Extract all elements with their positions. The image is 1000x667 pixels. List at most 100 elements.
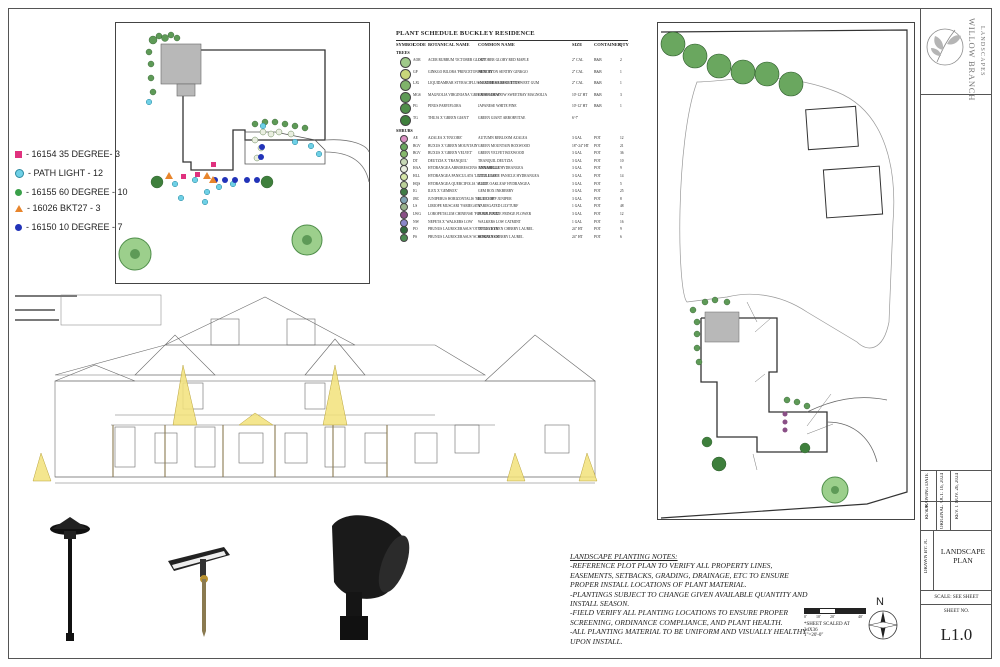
schedule-cell-code: HAA: [413, 166, 421, 171]
schedule-cell-code: AE: [413, 136, 418, 140]
schedule-cell-size: 3 GAL: [572, 189, 583, 194]
schedule-cell-size: 3 GAL: [572, 212, 583, 216]
schedule-cell-botanical: AZALEA X 'ENCORE': [428, 136, 463, 140]
legend-item: - PATH LIGHT - 12: [15, 168, 103, 178]
schedule-cell-code: JBC: [413, 196, 420, 201]
schedule-cell-common: WALKERS LOW CATMINT: [478, 219, 521, 224]
north-arrow: N: [866, 596, 900, 646]
schedule-cell-size: 1 GAL: [572, 219, 583, 224]
shrubs-section-label: SHRUBS: [396, 128, 413, 133]
plant-symbol-icon: [400, 68, 411, 80]
plant-symbol-icon: [400, 233, 408, 242]
schedule-cell-size: 24" HT: [572, 227, 583, 232]
schedule-cell-botanical: BUXUS X 'GREEN VELVET': [428, 151, 473, 156]
schedule-cell-size: 1 GAL: [572, 204, 583, 209]
plant-symbol-icon: [400, 80, 411, 91]
schedule-cell-code: BGV: [413, 143, 421, 148]
schedule-cell-container: POT: [594, 189, 601, 194]
schedule-cell-botanical: THUJA X 'GREEN GIANT': [428, 115, 469, 120]
schedule-cell-common: GREEN SHADOW SWEETBAY MAGNOLIA: [478, 92, 548, 97]
note-line: -REFERENCE PLOT PLAN TO VERIFY ALL PROPE…: [570, 561, 789, 590]
notes-title: LANDSCAPE PLANTING NOTES:: [570, 552, 678, 561]
schedule-cell-qty: 1: [620, 81, 622, 85]
schedule-cell-common: PURPLE PIXIE FRINGE FLOWER: [478, 212, 532, 216]
trees-section-label: TREES: [396, 50, 410, 55]
schedule-cell-size: 24" HT: [572, 234, 583, 239]
schedule-cell-size: 2" CAL: [572, 58, 584, 62]
schedule-cell-botanical: LIRIOPE MUSCARI 'VARIEGATA': [428, 204, 482, 209]
schedule-cell-container: B&B: [594, 81, 602, 85]
note-line: -ALL PLANTING MATERIAL TO BE UNIFORM AND…: [570, 627, 807, 646]
plant-symbol-icon: [400, 114, 411, 126]
schedule-cell-common: JAPANESE WHITE PINE: [478, 104, 517, 108]
schedule-cell-container: POT: [594, 212, 601, 216]
schedule-cell-code: NW: [413, 219, 419, 224]
scale-note: SCALE: SEE SHEET: [921, 590, 992, 605]
schedule-cell-code: PO: [413, 227, 418, 232]
schedule-cell-size: 6'-7': [572, 115, 579, 120]
schedule-cell-qty: 25: [620, 189, 624, 194]
plant-symbol-icon: [400, 150, 408, 159]
schedule-cell-code: LWG: [413, 212, 421, 216]
schedule-cell-code: IG: [413, 189, 417, 194]
schedule-cell-qty: 10: [620, 158, 624, 163]
schedule-cell-qty: 8: [620, 196, 622, 201]
schedule-cell-common: PRINCETON SENTRY GINKGO: [478, 69, 528, 74]
schedule-cell-qty: 12: [620, 136, 624, 140]
schedule-cell-size: 2" CAL: [572, 69, 584, 74]
plant-symbol-icon: [400, 218, 408, 227]
path-light-fixture-icon: [50, 517, 90, 641]
blue-marker-icon: [15, 223, 22, 231]
schedule-cell-qty: 1: [620, 104, 622, 108]
site-plan: [657, 22, 915, 520]
schedule-cell-common: GREEN GIANT ARBORVITAE: [478, 115, 526, 120]
plant-symbol-icon: [400, 211, 408, 219]
schedule-cell-qty: 36: [620, 151, 624, 156]
schedule-cell-code: MGS: [413, 92, 421, 97]
schedule-row: NW NEPETA X 'WALKERS LOW' WALKERS LOW CATM…: [396, 218, 628, 228]
scale-bar: 0' 10' 20' 40' *SHEET SCALED AT 24X36 1"…: [804, 602, 866, 638]
plant-symbol-icon: [400, 203, 408, 212]
schedule-cell-container: B&B: [594, 69, 602, 74]
legend-item: - 16150 10 DEGREE - 7: [15, 222, 123, 232]
schedule-cell-size: 3 GAL: [572, 151, 583, 156]
schedule-cell-code: DT: [413, 158, 418, 163]
note-line: -PLANTINGS SUBJECT TO CHANGE GIVEN AVAIL…: [570, 589, 808, 609]
sheet-title-block: DRAWN BY: JC LANDSCAPE PLAN: [921, 530, 992, 591]
schedule-cell-qty: 2: [620, 58, 622, 62]
schedule-cell-container: B&B: [594, 104, 602, 108]
schedule-cell-container: POT: [594, 204, 601, 209]
plant-symbol-icon: [400, 188, 408, 197]
schedule-cell-container: POT: [594, 219, 601, 224]
plant-symbol-icon: [400, 226, 408, 235]
plant-symbol-icon: [400, 135, 408, 143]
schedule-cell-botanical: NEPETA X 'WALKERS LOW': [428, 219, 474, 224]
schedule-cell-qty: 14: [620, 174, 624, 178]
schedule-cell-code: PS: [413, 234, 417, 239]
house-elevation: [15, 294, 598, 484]
legend-item: - 16155 60 DEGREE - 10: [15, 187, 128, 197]
schedule-cell-common: GEM BOX INKBERRY: [478, 189, 514, 194]
schedule-cell-qty: 3: [620, 92, 622, 97]
plant-symbol-icon: [400, 157, 408, 166]
square-marker-icon: [15, 150, 22, 158]
schedule-cell-qty: 12: [620, 212, 624, 216]
schedule-cell-common: ANNABELLE HYDRANGEA: [478, 166, 524, 171]
schedule-cell-code: LS: [413, 204, 418, 209]
schedule-cell-common: SLENDER SILHOUETTE SWEET GUM: [478, 81, 540, 85]
schedule-cell-common: LITTLE LIME PANICLE HYDRANGEA: [478, 174, 540, 178]
schedule-cell-container: POT: [594, 158, 601, 163]
